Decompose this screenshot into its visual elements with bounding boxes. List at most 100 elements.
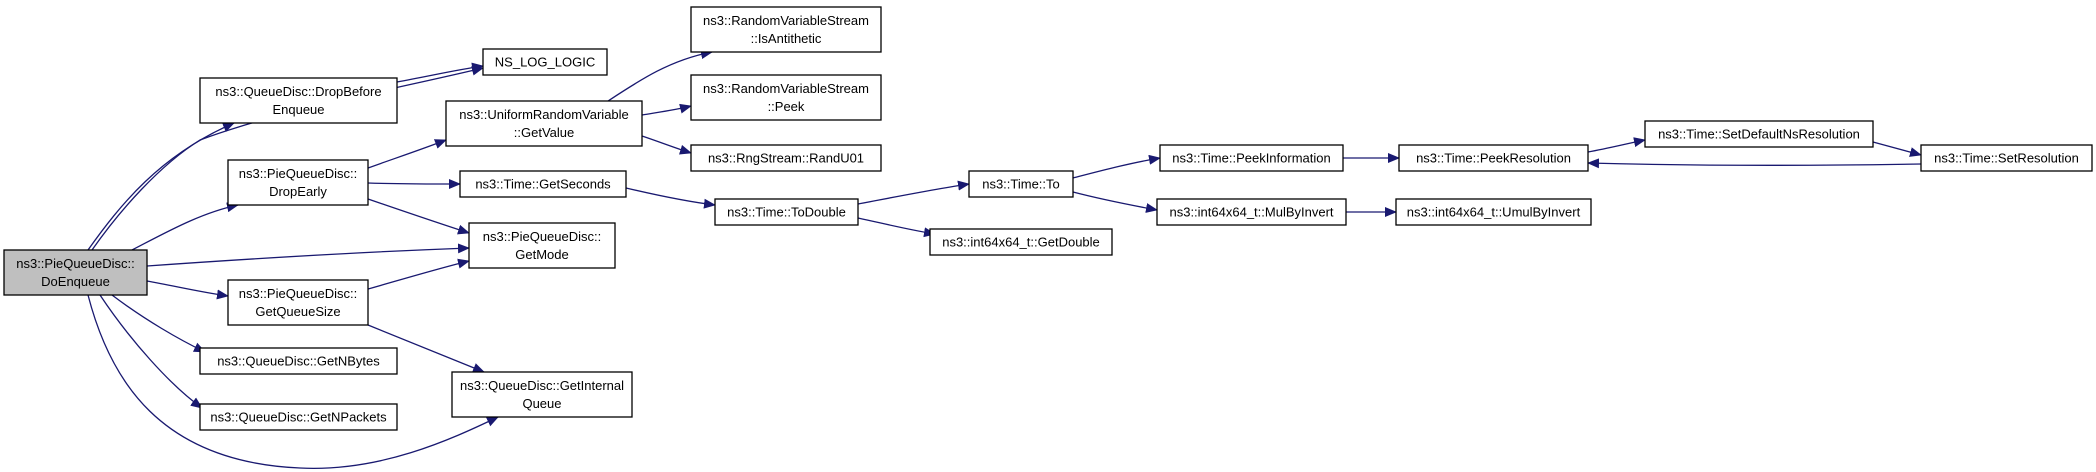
edge-n0-n8 (91, 65, 484, 251)
node-n16[interactable]: ns3::int64x64_t::GetDouble (929, 228, 1113, 256)
node-n17[interactable]: ns3::Time::PeekInformation (1159, 144, 1344, 172)
node-box (227, 159, 369, 206)
edge-n0-n7 (87, 294, 499, 469)
node-box (929, 228, 1113, 256)
node-box (1644, 120, 1874, 148)
node-label-line: GetMode (515, 247, 568, 262)
node-label-line: GetQueueSize (255, 304, 340, 319)
node-label-line: ns3::UniformRandomVariable (459, 107, 629, 122)
edge-path (857, 217, 936, 238)
node-box (690, 144, 882, 172)
node-n13[interactable]: ns3::RngStream::RandU01 (690, 144, 882, 172)
node-label-line: ns3::Time::To (982, 177, 1060, 192)
edge-path (367, 258, 470, 290)
edge-n22-n19 (1587, 158, 1922, 169)
node-n6[interactable]: ns3::QueueDisc::GetNPackets (199, 403, 398, 431)
edge-n0-n6 (99, 294, 203, 409)
node-box (199, 77, 398, 124)
edge-n0-n4 (146, 280, 229, 300)
node-label-line: ns3::RandomVariableStream (703, 13, 869, 28)
node-box (1920, 144, 2093, 172)
node-n12[interactable]: ns3::RandomVariableStream::Peek (690, 74, 882, 121)
node-n18[interactable]: ns3::int64x64_t::MulByInvert (1156, 198, 1347, 226)
node-box (3, 249, 148, 296)
node-box (1398, 144, 1589, 172)
edge-n15-n17 (1072, 154, 1161, 179)
edge-n10-n14 (625, 187, 716, 209)
node-n5[interactable]: ns3::QueueDisc::GetNBytes (199, 347, 398, 375)
node-n11[interactable]: ns3::RandomVariableStream::IsAntithetic (690, 6, 882, 53)
edge-n4-n7 (367, 324, 485, 373)
edge-n19-n21 (1587, 137, 1646, 153)
node-n10[interactable]: ns3::Time::GetSeconds (459, 170, 627, 198)
edge-path (607, 49, 713, 102)
edge-path (1872, 141, 1922, 157)
node-box (1395, 198, 1592, 226)
node-box (451, 371, 633, 418)
edge-n2-n9 (367, 139, 447, 169)
node-label-line: ns3::Time::SetDefaultNsResolution (1658, 127, 1860, 142)
edge-path (1072, 154, 1161, 179)
node-n8[interactable]: NS_LOG_LOGIC (482, 48, 608, 76)
node-n2[interactable]: ns3::PieQueueDisc::DropEarly (227, 159, 369, 206)
node-label-line: ns3::RngStream::RandU01 (708, 151, 864, 166)
edge-path (87, 294, 499, 469)
edge-path (131, 202, 239, 251)
edge-path (641, 135, 692, 155)
edge-n9-n13 (641, 135, 692, 155)
edge-path (1587, 137, 1646, 153)
edge-path (367, 324, 485, 373)
node-box (459, 170, 627, 198)
node-label-line: DropEarly (269, 184, 327, 199)
node-label-line: ns3::Time::PeekInformation (1172, 151, 1330, 166)
node-label-line: ns3::RandomVariableStream (703, 81, 869, 96)
edge-n14-n15 (857, 180, 970, 205)
node-n0[interactable]: ns3::PieQueueDisc::DoEnqueue (3, 249, 148, 296)
node-n3[interactable]: ns3::PieQueueDisc::GetMode (468, 222, 616, 269)
node-label-line: Enqueue (272, 102, 324, 117)
node-n9[interactable]: ns3::UniformRandomVariable::GetValue (445, 100, 643, 147)
node-box (1156, 198, 1347, 226)
node-n15[interactable]: ns3::Time::To (968, 170, 1074, 198)
edge-path (146, 280, 229, 300)
node-label-line: ns3::QueueDisc::GetInternal (460, 378, 624, 393)
edge-path (857, 180, 970, 205)
node-box (690, 74, 882, 121)
edge-n0-n2 (131, 202, 239, 251)
edge-n9-n12 (641, 103, 692, 116)
node-box (482, 48, 608, 76)
node-label-line: NS_LOG_LOGIC (495, 55, 595, 70)
node-box (468, 222, 616, 269)
node-label-line: ns3::QueueDisc::DropBefore (215, 84, 381, 99)
nodes-layer: ns3::PieQueueDisc::DoEnqueuens3::QueueDi… (3, 6, 2093, 431)
edge-path (146, 243, 470, 267)
node-label-line: ns3::Time::PeekResolution (1416, 151, 1571, 166)
node-label-line: ns3::Time::GetSeconds (475, 177, 611, 192)
edge-path (367, 139, 447, 169)
node-label-line: ns3::QueueDisc::GetNPackets (210, 410, 387, 425)
node-n21[interactable]: ns3::Time::SetDefaultNsResolution (1644, 120, 1874, 148)
edge-n0-n1 (87, 122, 235, 251)
node-label-line: ns3::PieQueueDisc:: (16, 256, 135, 271)
edge-path (641, 103, 692, 116)
edge-n1-n8 (396, 62, 484, 83)
node-n19[interactable]: ns3::Time::PeekResolution (1398, 144, 1589, 172)
node-label-line: ::GetValue (514, 125, 574, 140)
edge-path (625, 187, 716, 209)
edge-path (367, 178, 461, 189)
edge-path (367, 198, 470, 235)
node-box (1159, 144, 1344, 172)
edge-n2-n3 (367, 198, 470, 235)
edge-path (1587, 158, 1922, 169)
node-n20[interactable]: ns3::int64x64_t::UmulByInvert (1395, 198, 1592, 226)
node-n22[interactable]: ns3::Time::SetResolution (1920, 144, 2093, 172)
edge-path (91, 65, 484, 251)
node-n14[interactable]: ns3::Time::ToDouble (714, 198, 859, 226)
edge-path (87, 122, 235, 251)
node-label-line: DoEnqueue (41, 274, 110, 289)
node-n4[interactable]: ns3::PieQueueDisc::GetQueueSize (227, 279, 369, 326)
edge-path (396, 62, 484, 83)
